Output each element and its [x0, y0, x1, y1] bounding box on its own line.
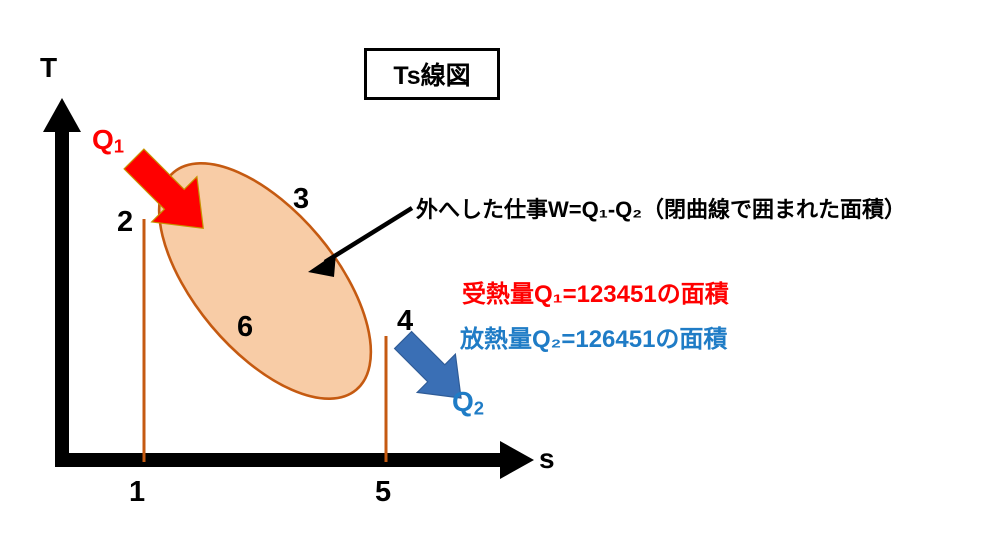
t-axis-arrowhead: [43, 98, 81, 132]
state-point-6: 6: [237, 311, 254, 343]
title-text: Ts線図: [393, 62, 471, 90]
cycle-curve: [157, 161, 373, 401]
heat-in-annotation: 受熱量Q₁=123451の面積: [462, 281, 729, 308]
heat-in-label: Q1: [92, 126, 124, 156]
heat-out-annotation: 放熱量Q₂=126451の面積: [460, 326, 728, 353]
state-point-1: 1: [129, 476, 146, 508]
work-note-pointer-head: [308, 253, 336, 277]
heat-out-label-subscript: 2: [473, 397, 485, 419]
heat-in-label-main: Q: [92, 124, 114, 155]
s-axis-arrowhead: [500, 441, 534, 479]
heat-in-arrow: [123, 148, 204, 229]
x-axis-label: s: [539, 443, 555, 474]
heat-out-arrow: [393, 330, 462, 399]
axis-group: [43, 98, 534, 479]
state-point-5: 5: [375, 476, 392, 508]
state-point-4: 4: [397, 305, 414, 337]
cycle-ellipse: [157, 161, 373, 401]
heat-out-label: Q2: [452, 388, 484, 418]
work-annotation: 外へした仕事W=Q₁-Q₂（閉曲線で囲まれた面積）: [416, 197, 907, 222]
t-axis-shaft: [55, 118, 69, 467]
heat-in-label-subscript: 1: [113, 135, 125, 157]
title-box: Ts線図: [364, 48, 500, 100]
heat-out-arrow-shape: [393, 330, 462, 399]
work-note-pointer-shaft: [323, 206, 414, 264]
s-axis-shaft: [55, 453, 512, 467]
work-note-pointer: [308, 206, 414, 277]
construction-lines: [142, 219, 388, 462]
y-axis-label: T: [40, 52, 58, 83]
heat-out-label-main: Q: [452, 386, 474, 417]
heat-in-arrow-shape: [123, 148, 204, 229]
state-point-3: 3: [293, 183, 310, 215]
state-point-2: 2: [117, 206, 134, 238]
